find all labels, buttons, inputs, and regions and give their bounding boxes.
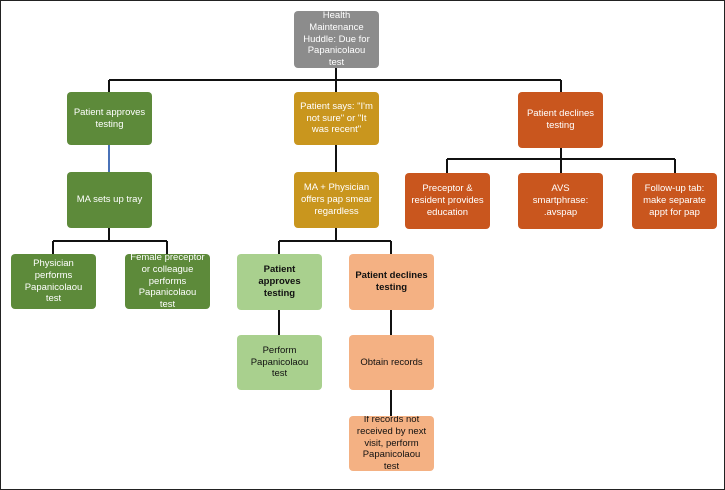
obtain-records-node: Obtain records (349, 335, 434, 390)
records-followup-node: If records not received by next visit, p… (349, 416, 434, 471)
physician-performs-node: Physician performs Papanicolaou test (11, 254, 96, 309)
education-node: Preceptor & resident provides education (405, 173, 490, 229)
offer-pap-node: MA + Physician offers pap smear regardle… (294, 172, 379, 228)
female-preceptor-node: Female preceptor or colleague performs P… (125, 254, 210, 309)
sub-approve-node: Patient approves testing (237, 254, 322, 310)
decline-node: Patient declines testing (518, 92, 603, 148)
sub-decline-node: Patient declines testing (349, 254, 434, 310)
perform-test-node: Perform Papanicolaou test (237, 335, 322, 390)
root-node: Health Maintenance Huddle: Due for Papan… (294, 11, 379, 68)
tray-setup-node: MA sets up tray (67, 172, 152, 228)
approve-node: Patient approves testing (67, 92, 152, 145)
avs-smartphrase-node: AVS smartphrase: .avspap (518, 173, 603, 229)
followup-tab-node: Follow-up tab: make separate appt for pa… (632, 173, 717, 229)
unsure-node: Patient says: "I'm not sure" or "It was … (294, 92, 379, 145)
